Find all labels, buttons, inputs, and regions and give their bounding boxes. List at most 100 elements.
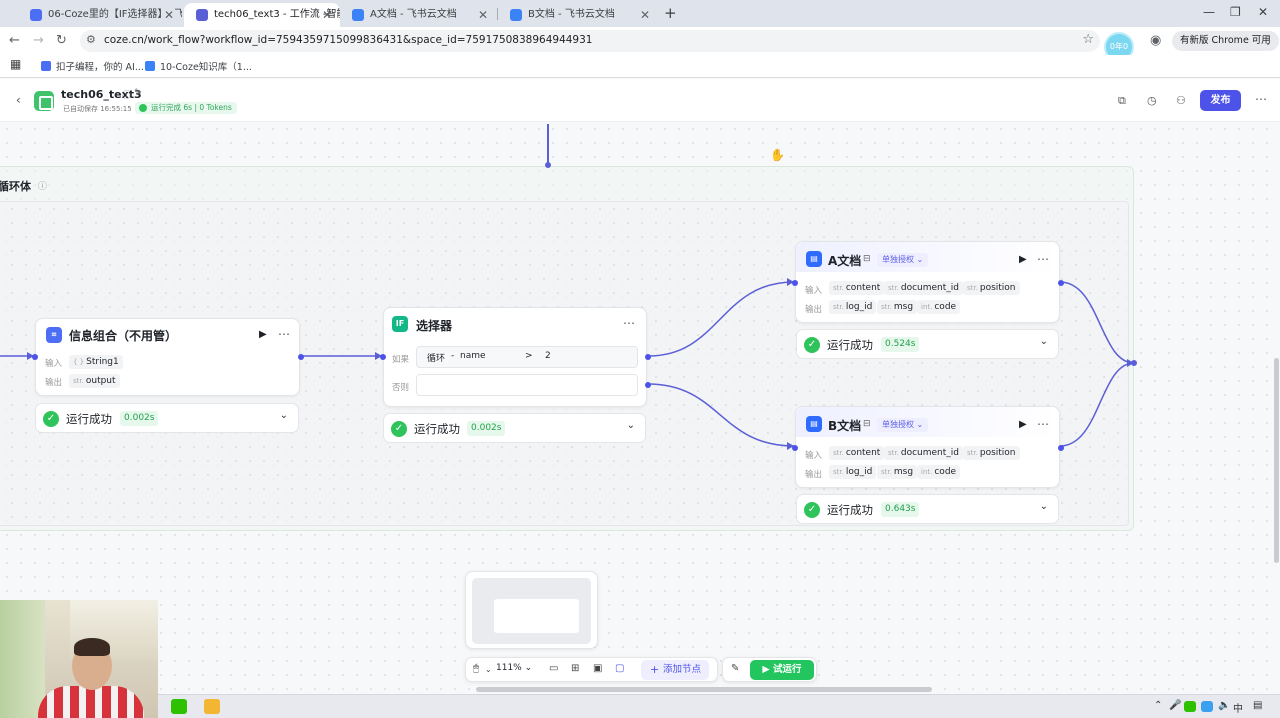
close-window-icon[interactable]: ✕	[1258, 5, 1269, 19]
input-port[interactable]	[32, 354, 38, 360]
doc-a-status-bar[interactable]: ✓ 运行成功 0.524s ⌄	[796, 329, 1059, 359]
input-port[interactable]	[380, 354, 386, 360]
else-output-port[interactable]	[645, 382, 651, 388]
doc-b-node[interactable]: ▤ B文档 ⊟ 单独授权 ⌄ ▶ ⋯ 输入 str.content str.do…	[792, 406, 1064, 488]
new-tab-icon[interactable]: +	[664, 4, 677, 22]
comment-icon[interactable]: ▭	[549, 663, 559, 674]
close-tab-icon[interactable]: ✕	[321, 8, 332, 22]
node-more-icon[interactable]: ⋯	[278, 327, 291, 341]
add-node-button[interactable]: 添加节点	[641, 660, 710, 680]
run-node-icon[interactable]: ▶	[259, 329, 267, 340]
bookmark-star-icon[interactable]: ☆	[1082, 32, 1094, 47]
doc-b-status-bar[interactable]: ✓ 运行成功 0.643s ⌄	[796, 494, 1059, 524]
browser-tab[interactable]: B文档 - 飞书云文档 ✕	[498, 3, 658, 27]
output-port[interactable]	[298, 354, 304, 360]
back-icon[interactable]: ←	[9, 33, 20, 48]
output-label: 输出	[805, 305, 823, 315]
browser-tab[interactable]: A文档 - 飞书云文档 ✕	[340, 3, 496, 27]
wechat-icon[interactable]	[171, 699, 187, 714]
notification-icon[interactable]: ▤	[1253, 700, 1263, 711]
condition-row[interactable]: 循环 - name > 2	[416, 346, 638, 368]
mouse-mode-icon[interactable]: 🖱	[473, 663, 479, 674]
workflow-header: ‹ tech06_text3 ⓘ ✎ 已自动保存 16:55:15 运行完成 6…	[0, 79, 1280, 122]
chevron-down-icon[interactable]: ⌄	[485, 665, 492, 674]
forward-icon[interactable]: →	[33, 33, 44, 48]
tray-app-icon[interactable]	[1201, 701, 1213, 712]
auth-tag[interactable]: 单独授权 ⌄	[877, 253, 929, 267]
selector-status-bar[interactable]: ✓ 运行成功 0.002s ⌄	[383, 413, 646, 443]
chevron-down-icon[interactable]: ⌄	[1039, 501, 1048, 512]
info-icon[interactable]: ⓘ	[122, 91, 132, 101]
output-port[interactable]	[1058, 280, 1064, 286]
input-chip: { }String1	[69, 355, 123, 369]
chevron-down-icon[interactable]: ⌄	[279, 410, 288, 421]
bookmark-item[interactable]: 扣子编程，你的 AI...	[41, 59, 144, 73]
else-row[interactable]	[416, 374, 638, 396]
bookmark-item[interactable]: 10-Coze知识库（1...	[145, 59, 252, 73]
input-chip: str.content	[829, 446, 885, 460]
browser-tab[interactable]: 06-Coze里的【IF选择器】- 飞 ✕	[18, 3, 182, 27]
history-icon[interactable]: ◷	[1147, 94, 1157, 107]
minimize-icon[interactable]: —	[1203, 5, 1215, 19]
test-run-button[interactable]: ▶ 试运行	[750, 660, 814, 680]
copy-icon[interactable]: ⧉	[1118, 94, 1126, 107]
ime-indicator[interactable]: 中	[1233, 704, 1243, 715]
collaborators-icon[interactable]: ⚇	[1176, 94, 1186, 107]
close-tab-icon[interactable]: ✕	[163, 8, 174, 22]
minimap-viewport[interactable]	[494, 599, 579, 633]
input-chip: str.content	[829, 281, 885, 295]
node-title: A文档	[828, 254, 862, 268]
input-port[interactable]	[792, 280, 798, 286]
site-info-icon[interactable]: ⚙	[86, 33, 96, 46]
browser-tab-active[interactable]: tech06_text3 - 工作流 -智能体 ✕	[184, 3, 340, 27]
chrome-menu-icon[interactable]: ⋮	[1262, 33, 1274, 47]
output-port[interactable]	[1058, 445, 1064, 451]
node-more-icon[interactable]: ⋯	[1037, 417, 1050, 431]
info-status-bar[interactable]: ✓ 运行成功 0.002s ⌄	[35, 403, 299, 433]
run-status-badge[interactable]: 运行完成 6s | 0 Tokens	[135, 102, 237, 114]
microphone-icon[interactable]: 🎤	[1169, 700, 1182, 711]
volume-icon[interactable]: 🔈	[1218, 700, 1231, 711]
run-node-icon[interactable]: ▶	[1019, 419, 1027, 430]
image-icon[interactable]: ▣	[593, 663, 603, 674]
profile-icon[interactable]: ◉	[1150, 33, 1162, 48]
canvas-minimap[interactable]	[465, 571, 598, 649]
apps-grid-icon[interactable]: ▦	[10, 57, 22, 71]
wechat-tray-icon[interactable]	[1184, 701, 1196, 712]
vertical-scrollbar[interactable]	[1274, 358, 1279, 563]
info-node[interactable]: ⌗ 信息组合（不用管） ▶ ⋯ 输入 { }String1 输出 str.out…	[32, 318, 304, 396]
publish-button[interactable]: 发布	[1200, 90, 1241, 111]
auth-tag[interactable]: 单独授权 ⌄	[877, 418, 929, 432]
selector-node[interactable]: IF 选择器 ⋯ 如果 循环 - name > 2 否则	[380, 307, 651, 407]
chrome-update-button[interactable]: 有新版 Chrome 可用	[1172, 31, 1279, 51]
restore-icon[interactable]: ❐	[1230, 5, 1241, 19]
zoom-select[interactable]: 111% ⌄	[496, 663, 533, 673]
reload-icon[interactable]: ↻	[56, 33, 67, 48]
edit-icon[interactable]: ✎	[134, 88, 142, 98]
minimap-toggle-icon[interactable]: ▢	[615, 663, 625, 674]
chevron-down-icon[interactable]: ⌄	[626, 420, 635, 431]
status-time-badge: 0.002s	[120, 411, 159, 426]
tray-chevron-icon[interactable]: ⌃	[1154, 700, 1163, 711]
output-chip: str.log_id	[829, 465, 877, 479]
doc-a-node[interactable]: ▤ A文档 ⊟ 单独授权 ⌄ ▶ ⋯ 输入 str.content str.do…	[792, 241, 1064, 323]
input-port[interactable]	[792, 445, 798, 451]
file-explorer-icon[interactable]	[204, 699, 220, 714]
node-more-icon[interactable]: ⋯	[623, 316, 636, 330]
close-tab-icon[interactable]: ✕	[477, 8, 488, 22]
debug-icon[interactable]: ✎	[731, 663, 740, 674]
layout-icon[interactable]: ⊞	[571, 663, 580, 674]
if-output-port[interactable]	[645, 354, 651, 360]
input-chip: str.position	[963, 281, 1020, 295]
run-node-icon[interactable]: ▶	[1019, 254, 1027, 265]
node-more-icon[interactable]: ⋯	[1037, 252, 1050, 266]
horizontal-scrollbar[interactable]	[476, 687, 932, 692]
address-bar[interactable]: ⚙ coze.cn/work_flow?workflow_id=75943597…	[80, 30, 1100, 52]
input-chip: str.document_id	[884, 281, 963, 295]
loop-info-icon[interactable]: ⓘ	[38, 182, 48, 192]
chevron-down-icon[interactable]: ⌄	[1039, 336, 1048, 347]
close-tab-icon[interactable]: ✕	[639, 8, 650, 22]
back-chevron-icon[interactable]: ‹	[16, 93, 21, 107]
success-check-icon: ✓	[804, 337, 820, 353]
more-options-icon[interactable]: ⋯	[1255, 92, 1267, 106]
